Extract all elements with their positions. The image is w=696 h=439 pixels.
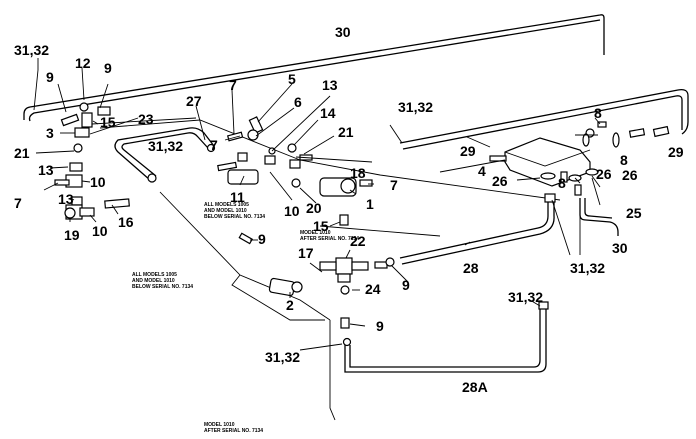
callout-25: 25 [626,205,642,221]
callout-30: 30 [612,240,628,256]
callout-labels: 30 31,32 12 9 9 15 3 23 27 21 31,32 13 1… [14,24,684,395]
left-fittings [54,102,130,220]
callout-9: 9 [46,69,54,85]
callout-31-32: 31,32 [508,289,543,305]
callout-30: 30 [335,24,351,40]
callout-26: 26 [596,166,612,182]
callout-13: 13 [38,162,54,178]
model-notes: ALL MODELS 1005 AND MODEL 1010 BELOW SER… [132,202,359,434]
tube-28 [399,193,556,265]
callout-9: 9 [402,277,410,293]
callout-14: 14 [320,105,336,121]
callout-13: 13 [322,77,338,93]
callout-2: 2 [286,297,294,313]
callout-27: 27 [186,93,202,109]
callout-15: 15 [313,218,329,234]
callout-29: 29 [460,143,476,159]
callout-31-32: 31,32 [570,260,605,276]
callout-7: 7 [210,137,218,153]
callout-7: 7 [229,77,237,93]
callout-22: 22 [350,233,366,249]
note-line: BELOW SERIAL NO. 7134 [132,284,193,290]
callout-17: 17 [298,245,314,261]
callout-20: 20 [306,200,322,216]
callout-26: 26 [492,173,508,189]
callout-21: 21 [14,145,30,161]
leader-lines [33,58,601,351]
callout-31-32: 31,32 [148,138,183,154]
callout-8: 8 [594,105,602,121]
callout-28: 28 [463,260,479,276]
callout-9: 9 [258,231,266,247]
callout-10: 10 [284,203,300,219]
tube-30 [23,14,605,122]
note-line: BELOW SERIAL NO. 7134 [204,214,265,220]
tube-29 [399,88,689,150]
note-line: ALL MODELS 1005 [132,272,177,278]
note-line: AND MODEL 1010 [132,278,175,284]
callout-8: 8 [620,152,628,168]
callout-29: 29 [668,144,684,160]
callout-31-32: 31,32 [14,42,49,58]
callout-13: 13 [58,191,74,207]
callout-24: 24 [365,281,381,297]
callout-11: 11 [230,189,245,205]
callout-6: 6 [294,94,302,110]
callout-3: 3 [46,125,54,141]
callout-23: 23 [138,111,154,127]
callout-7: 7 [14,195,22,211]
note-line: AFTER SERIAL NO. 7134 [300,236,359,242]
note-line: MODEL 1010 [204,422,235,428]
callout-9: 9 [376,318,384,334]
callout-9: 9 [104,60,112,76]
valve-4-group [489,121,646,196]
note-line: AND MODEL 1010 [204,208,247,214]
callout-31-32: 31,32 [265,349,300,365]
callout-1: 1 [366,196,374,212]
callout-4: 4 [478,163,486,179]
callout-31-32: 31,32 [398,99,433,115]
callout-18: 18 [350,165,366,181]
tube-30-lower [579,198,619,236]
callout-26: 26 [622,167,638,183]
note-line: ALL MODELS 1005 [204,202,249,208]
tee-22-group [319,214,395,295]
callout-19: 19 [64,227,80,243]
callout-21: 21 [338,124,354,140]
callout-16: 16 [118,214,134,230]
callout-7: 7 [390,177,398,193]
callout-28A: 28A [462,379,488,395]
callout-5: 5 [288,71,296,87]
tube-27 [114,127,216,183]
note-line: MODEL 1010 [300,230,331,236]
callout-10: 10 [90,174,106,190]
callout-15: 15 [100,114,116,130]
callout-12: 12 [75,55,91,71]
callout-10: 10 [92,223,108,239]
fitting-9-lower [340,317,350,329]
note-line: AFTER SERIAL NO. 7134 [204,428,263,434]
tube-28A [342,301,549,373]
callout-8: 8 [558,175,566,191]
